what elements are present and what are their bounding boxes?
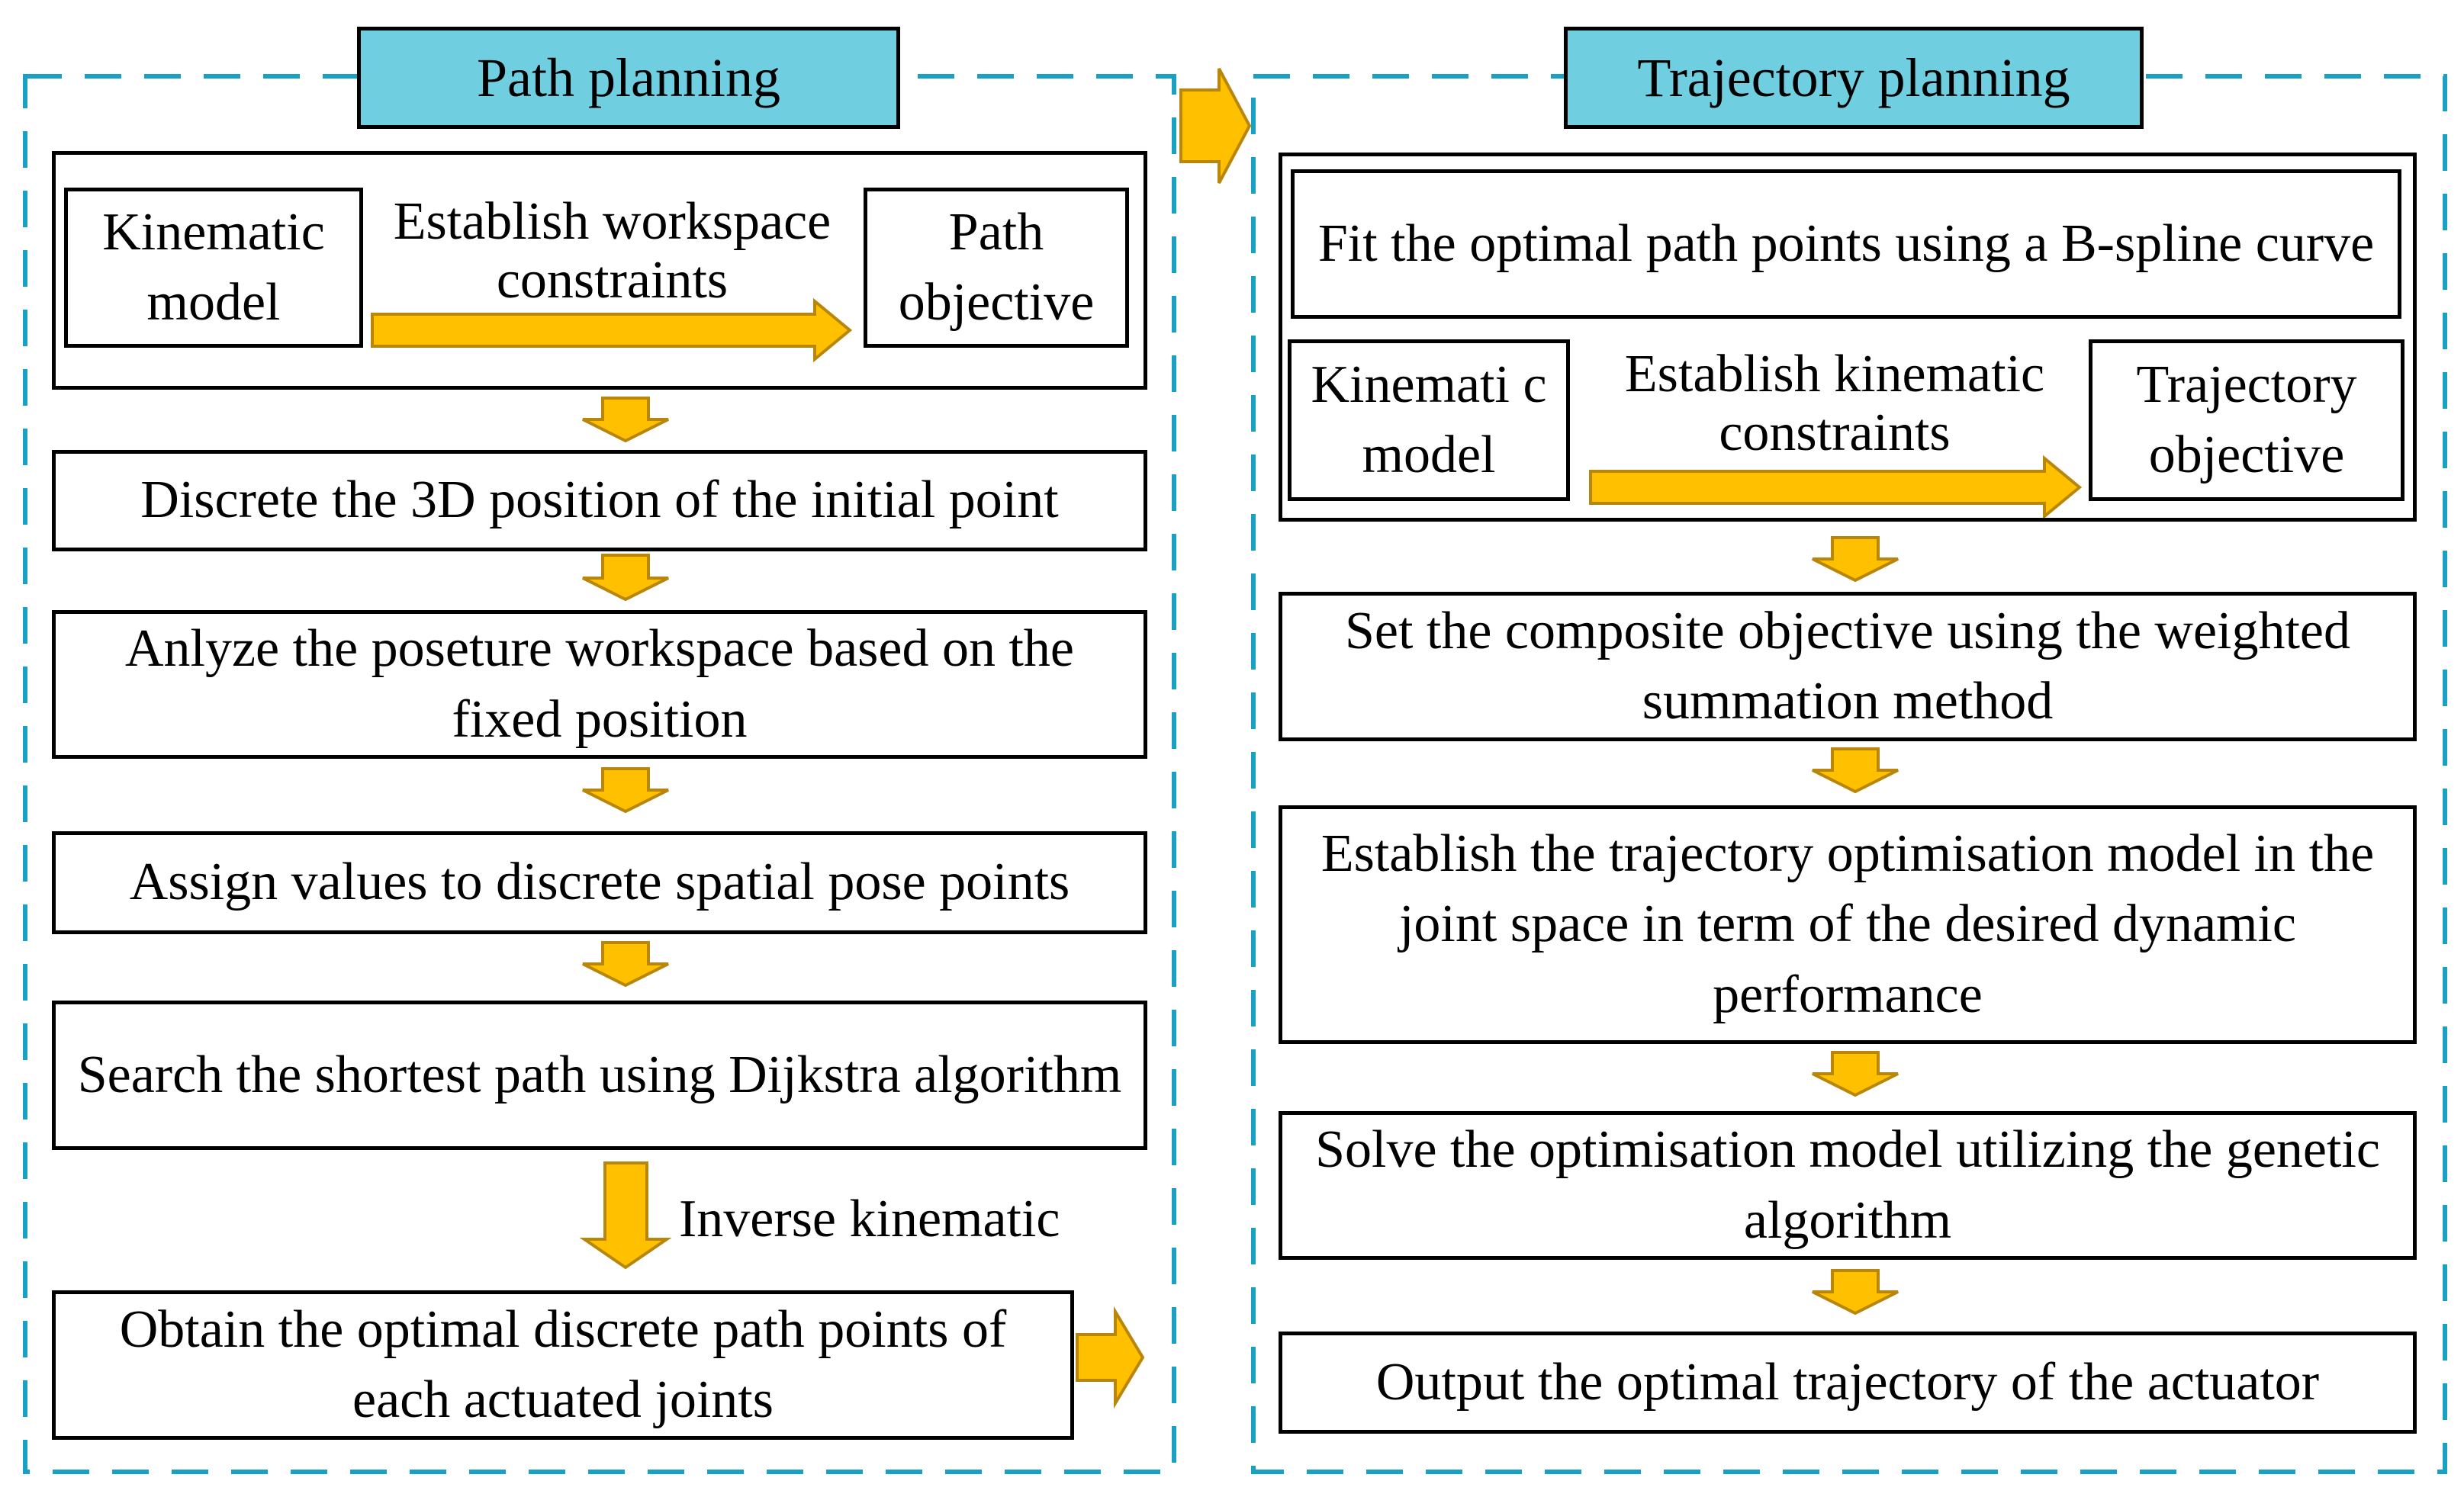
left-constraint-arrow — [371, 297, 853, 363]
left-down-arrow-2 — [582, 554, 669, 602]
right-step-1-label: Set the composite objective using the we… — [1344, 601, 2351, 731]
panel-transition-arrow — [1179, 68, 1252, 184]
left-constraint-label: Establish workspace constraints — [366, 192, 858, 310]
right-kinematic-model-box: Kinemati c model — [1288, 339, 1570, 501]
left-final-step-label: Obtain the optimal discrete path points … — [119, 1299, 1007, 1429]
right-step-4: Output the optimal trajectory of the act… — [1279, 1332, 2417, 1434]
left-dashed-panel — [23, 74, 1176, 1474]
left-constraint-text: Establish workspace constraints — [393, 192, 832, 310]
left-header-label: Path planning — [477, 47, 780, 108]
right-step-3-label: Solve the optimisation model utilizing t… — [1315, 1120, 2380, 1250]
left-inverse-kinematic-text: Inverse kinematic — [679, 1190, 1060, 1248]
left-down-arrow-3 — [582, 767, 669, 814]
left-path-objective-box: Path objective — [864, 188, 1129, 348]
right-header-label: Trajectory planning — [1637, 47, 2070, 108]
right-down-arrow-3 — [1812, 1051, 1899, 1097]
left-path-objective-label: Path objective — [898, 202, 1095, 332]
left-down-arrow-1 — [582, 397, 669, 443]
right-step-4-label: Output the optimal trajectory of the act… — [1375, 1352, 2320, 1412]
left-step-4-label: Search the shortest path using Dijkstra … — [77, 1045, 1122, 1104]
left-kinematic-model-box: Kinematic model — [64, 188, 363, 348]
left-down-arrow-4 — [582, 941, 669, 988]
left-step-2-label: Anlyze the poseture workspace based on t… — [124, 619, 1074, 749]
left-inverse-arrow — [579, 1161, 672, 1270]
right-header: Trajectory planning — [1564, 27, 2144, 129]
right-trajectory-objective-label: Trajectory objective — [2136, 355, 2357, 484]
right-down-arrow-2 — [1812, 747, 1899, 794]
right-constraint-label: Establish kinematic constraints — [1579, 345, 2090, 462]
right-step-1: Set the composite objective using the we… — [1279, 592, 2417, 741]
right-down-arrow-1 — [1812, 536, 1899, 583]
right-step-2: Establish the trajectory optimisation mo… — [1279, 805, 2417, 1044]
left-step-3-label: Assign values to discrete spatial pose p… — [129, 853, 1070, 912]
right-kinematic-model-label: Kinemati c model — [1311, 355, 1547, 484]
right-step-2-label: Establish the trajectory optimisation mo… — [1320, 824, 2375, 1024]
right-trajectory-objective-box: Trajectory objective — [2089, 339, 2404, 501]
right-top-group — [1279, 153, 2417, 522]
left-inverse-kinematic-label: Inverse kinematic — [679, 1190, 1106, 1248]
left-final-step: Obtain the optimal discrete path points … — [52, 1290, 1074, 1440]
right-fit-box: Fit the optimal path points using a B-sp… — [1291, 169, 2401, 319]
left-step-1: Discrete the 3D position of the initial … — [52, 450, 1147, 551]
right-down-arrow-4 — [1812, 1269, 1899, 1315]
right-step-3: Solve the optimisation model utilizing t… — [1279, 1111, 2417, 1260]
left-header: Path planning — [357, 27, 900, 129]
left-output-arrow — [1076, 1306, 1145, 1409]
left-kinematic-model-label: Kinematic model — [102, 202, 325, 332]
right-constraint-text: Establish kinematic constraints — [1624, 345, 2045, 462]
left-top-group — [52, 151, 1147, 390]
right-constraint-arrow — [1589, 455, 2083, 520]
left-step-3: Assign values to discrete spatial pose p… — [52, 831, 1147, 934]
left-step-1-label: Discrete the 3D position of the initial … — [140, 471, 1059, 530]
left-step-2: Anlyze the poseture workspace based on t… — [52, 610, 1147, 759]
left-step-4: Search the shortest path using Dijkstra … — [52, 1001, 1147, 1150]
right-fit-label: Fit the optimal path points using a B-sp… — [1317, 214, 2375, 273]
